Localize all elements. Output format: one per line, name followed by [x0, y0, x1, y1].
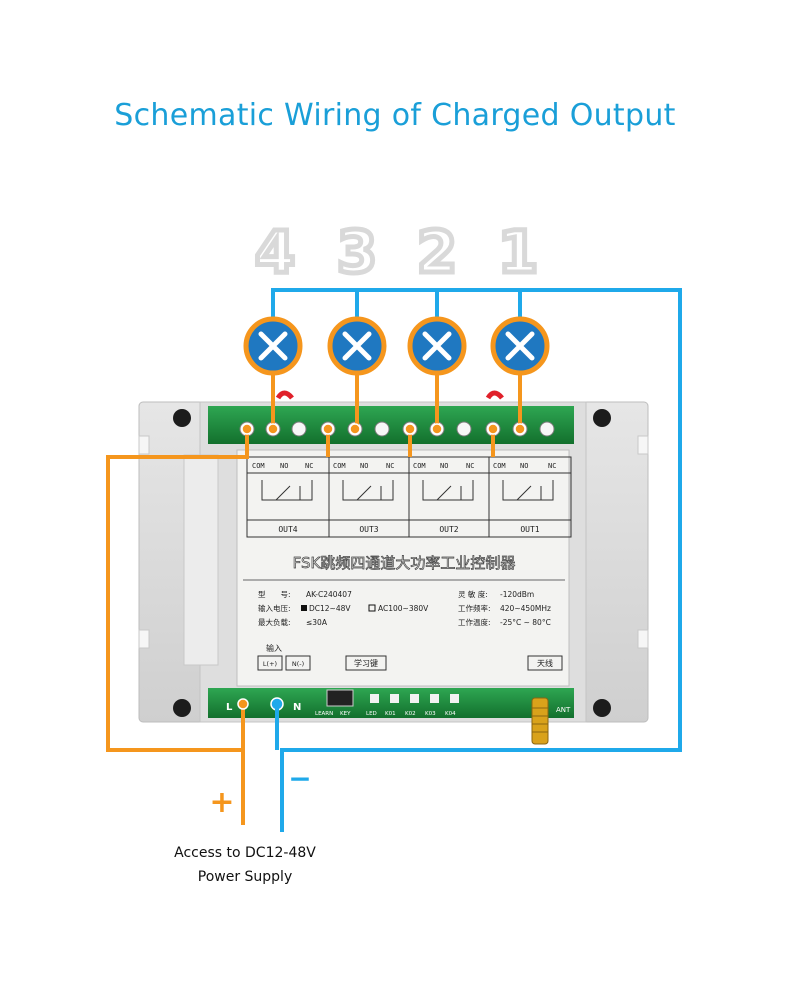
- page-title: Schematic Wiring of Charged Output: [114, 98, 676, 134]
- out-label: OUT2: [439, 525, 458, 534]
- caption-line-2: Power Supply: [197, 869, 293, 885]
- lamp-icon: [407, 316, 467, 376]
- learn-button-label: 学习键: [354, 658, 378, 668]
- mount-screw-icon: [173, 409, 191, 427]
- relay-label: NO: [440, 462, 448, 470]
- out-label: OUT1: [520, 525, 539, 534]
- led-label: LEARN: [315, 711, 333, 717]
- channel-number-4: 4: [255, 218, 295, 286]
- mount-screw-icon: [173, 699, 191, 717]
- relay-label: NO: [520, 462, 528, 470]
- relay-label: NC: [386, 462, 394, 470]
- antenna-icon: [531, 697, 549, 745]
- out-label: OUT3: [359, 525, 378, 534]
- relay-label: COM: [252, 462, 265, 470]
- relay-label: NC: [305, 462, 313, 470]
- channel-number-2: 2: [417, 218, 457, 286]
- bottom-terminal-ant: ANT: [556, 706, 571, 714]
- relay-label: COM: [413, 462, 426, 470]
- channel-numbers: 4 3 2 1: [252, 216, 540, 289]
- spec-model-value: AK-C240407: [306, 590, 352, 599]
- blue-wires: [271, 288, 682, 832]
- relay-label: NC: [548, 462, 556, 470]
- input-label: 输入: [266, 643, 282, 653]
- minus-sign: −: [288, 762, 311, 795]
- bottom-terminal-n: N: [293, 702, 301, 713]
- lamp-icon: [490, 316, 550, 376]
- spec-input-voltage-dc: DC12~48V: [309, 604, 351, 613]
- spec-sensitivity-label: 灵 敏 度:: [458, 589, 488, 599]
- spec-model-label: 型 号:: [258, 590, 291, 599]
- caption-line-1: Access to DC12-48V: [174, 845, 316, 861]
- spec-temperature-label: 工作温度:: [458, 617, 491, 627]
- bottom-terminal-l: L: [226, 702, 233, 713]
- channel-number-1: 1: [498, 218, 538, 286]
- relay-label: NO: [280, 462, 288, 470]
- led-label: LED: [366, 711, 377, 717]
- board-title: FSK跳频四通道大功率工业控制器: [293, 554, 516, 572]
- relay-label: COM: [493, 462, 506, 470]
- led-label: K01: [385, 711, 396, 717]
- input-terminal-label: L(+): [263, 660, 277, 668]
- mount-screw-icon: [593, 699, 611, 717]
- led-label: K02: [405, 711, 416, 717]
- spec-frequency-label: 工作频率:: [458, 603, 491, 613]
- spec-input-voltage-label: 输入电压:: [258, 603, 291, 613]
- spec-frequency-value: 420~450MHz: [500, 604, 551, 613]
- spec-max-load-label: 最大负载:: [258, 617, 291, 627]
- antenna-label: 天线: [537, 658, 553, 668]
- bottom-pcb: L N ANT LEARN KEY LED K01 K02 K03 K04: [208, 688, 574, 745]
- spec-sensitivity-value: -120dBm: [500, 590, 534, 599]
- lamp-icon: [327, 316, 387, 376]
- led-label: K04: [445, 711, 456, 717]
- led-label: K03: [425, 711, 436, 717]
- lamp-icon: [243, 316, 303, 376]
- spec-max-load-value: ≤30A: [306, 618, 328, 627]
- power-supply-caption: Access to DC12-48V Power Supply: [150, 841, 340, 889]
- out-label: OUT4: [278, 525, 297, 534]
- channel-number-3: 3: [337, 218, 377, 286]
- relay-label: COM: [333, 462, 346, 470]
- relay-label: NC: [466, 462, 474, 470]
- plus-sign: +: [209, 785, 234, 820]
- spec-input-voltage-ac: AC100~380V: [378, 604, 429, 613]
- front-panel: COM NO NC COM NO NC COM NO NC COM NO NC …: [236, 449, 572, 687]
- mount-screw-icon: [593, 409, 611, 427]
- spec-temperature-value: -25°C ~ 80°C: [500, 618, 551, 627]
- input-terminal-label: N(-): [292, 660, 304, 668]
- lamps: [243, 316, 550, 376]
- led-label: KEY: [340, 711, 351, 717]
- relay-label: NO: [360, 462, 368, 470]
